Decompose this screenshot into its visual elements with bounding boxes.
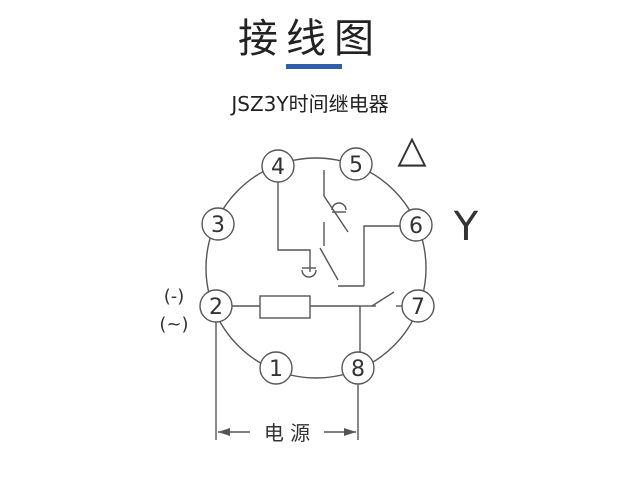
delay-symbol-upper bbox=[331, 202, 347, 211]
title-underline bbox=[286, 64, 342, 69]
arrow-right bbox=[344, 428, 356, 436]
pin-1-label: 1 bbox=[269, 357, 283, 382]
page-subtitle: JSZ3Y时间继电器 bbox=[231, 92, 389, 116]
pin-3-circle bbox=[201, 207, 235, 241]
delay-symbol-lower bbox=[301, 269, 317, 278]
pin-3-label: 3 bbox=[211, 213, 225, 238]
pin-2-label: 2 bbox=[209, 295, 223, 320]
polarity-dc: (-) bbox=[164, 286, 185, 307]
power-label: 电 源 bbox=[264, 421, 310, 445]
delta-symbol: △ bbox=[397, 127, 427, 171]
contact-instant bbox=[371, 291, 395, 307]
pin-4-label: 4 bbox=[271, 155, 285, 180]
coil bbox=[259, 295, 311, 319]
wire-pin6 bbox=[363, 225, 400, 286]
pin-6-label: 6 bbox=[409, 214, 423, 239]
pin-6-circle bbox=[399, 208, 433, 242]
wire-pin4 bbox=[277, 182, 311, 272]
pin-5-label: 5 bbox=[349, 153, 363, 178]
star-symbol: Y bbox=[453, 204, 479, 250]
arrow-left bbox=[218, 428, 230, 436]
contact-upper bbox=[323, 195, 349, 233]
contact-lower bbox=[319, 247, 339, 281]
page-title: 接线图 bbox=[238, 16, 382, 62]
socket-outline bbox=[205, 157, 427, 379]
pin-8-label: 8 bbox=[351, 357, 365, 382]
pin-5-circle bbox=[339, 147, 373, 181]
pin-1-circle bbox=[259, 351, 293, 385]
pin-7-label: 7 bbox=[411, 295, 425, 320]
polarity-ac: (~) bbox=[159, 314, 188, 335]
